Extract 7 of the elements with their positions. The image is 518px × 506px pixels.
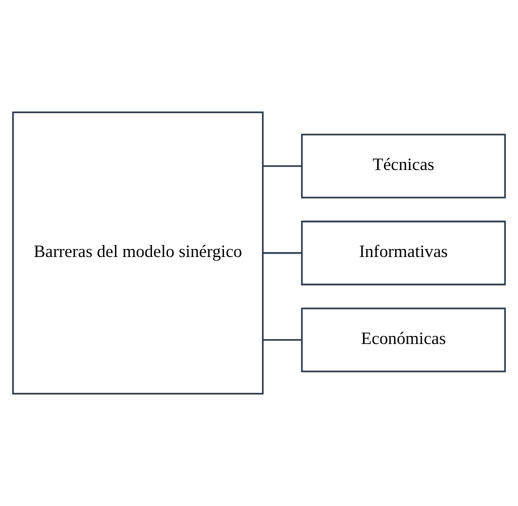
node-box: Barreras del modelo sinérgico: [12, 112, 264, 394]
connector: [262, 339, 302, 341]
connector: [262, 165, 302, 167]
node-box: Informativas: [301, 220, 506, 286]
node-box: Técnicas: [301, 134, 506, 198]
connector: [262, 252, 302, 254]
node-box: Económicas: [301, 308, 506, 372]
